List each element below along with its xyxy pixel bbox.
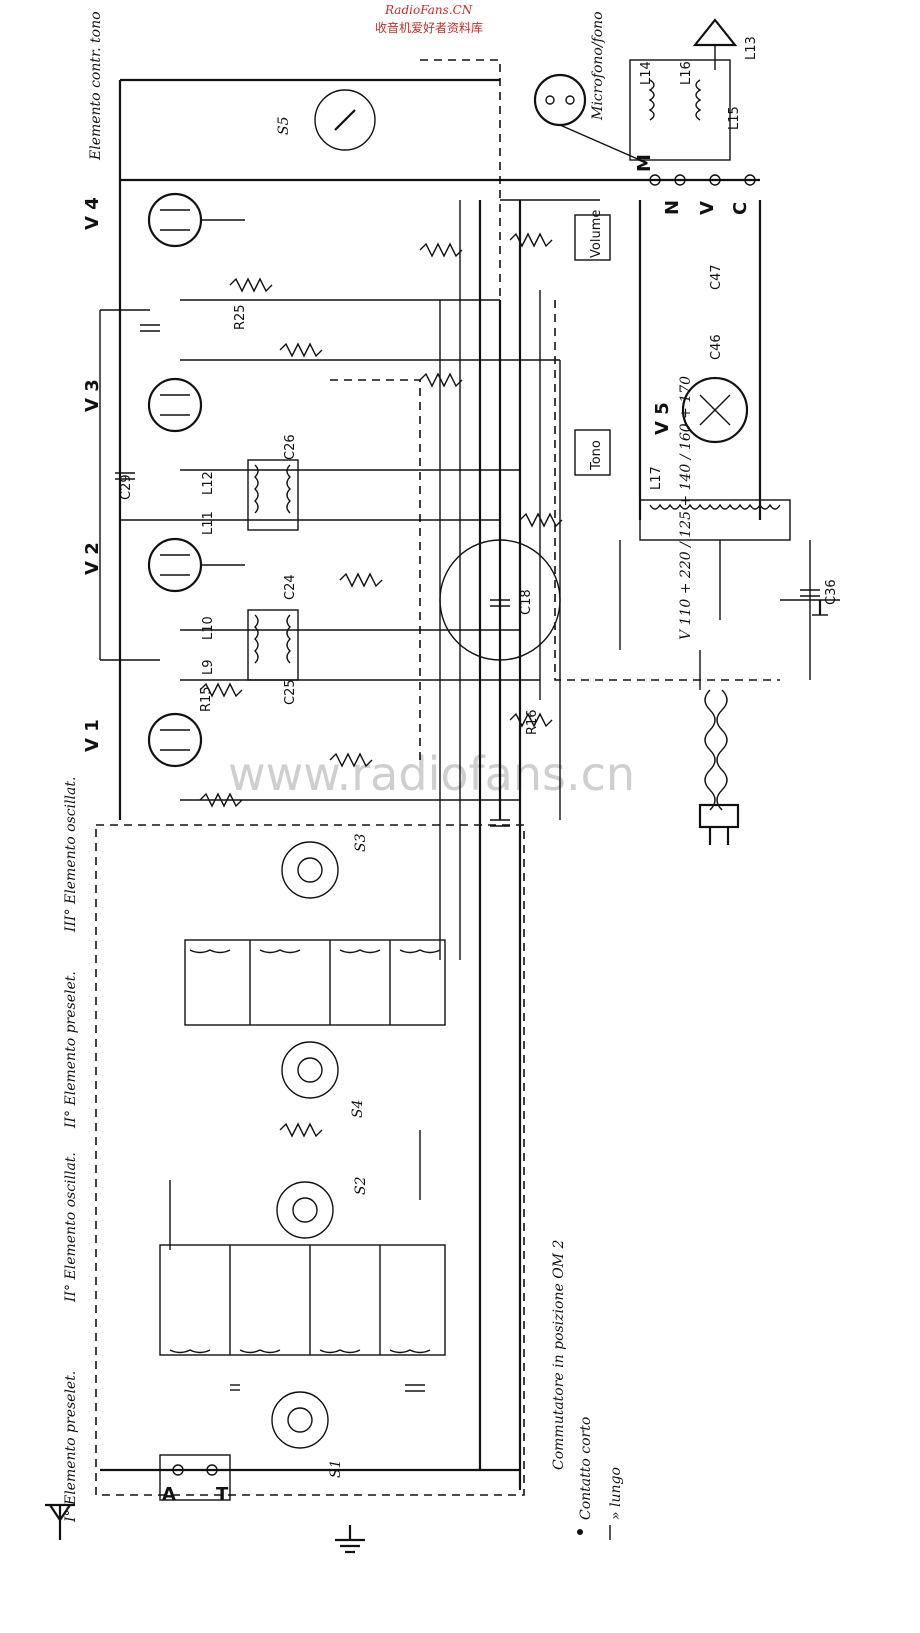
tube-v1-label: V 1 <box>82 719 103 752</box>
terminal-ground-label: T <box>216 1484 229 1505</box>
mains-cord <box>698 650 740 845</box>
capacitor-c26-label: C26 <box>283 434 298 460</box>
capacitor-c45-label: C46 <box>709 334 724 360</box>
highlight-circle: C18 <box>439 539 561 661</box>
resistor-r15-label: R15 <box>199 686 214 712</box>
tube-v4-label: V 4 <box>82 197 103 230</box>
capacitor-c29-label: C29 <box>119 474 134 500</box>
coil-l17-label: L17 <box>649 466 664 490</box>
section-third-oscillator: III° Elemento oscillat. <box>63 777 79 933</box>
tube-v3: V 3 <box>82 377 203 433</box>
pickup-label: Microfono/fono <box>590 11 606 121</box>
section-second-oscillator: II° Elemento oscillat. <box>63 1152 79 1303</box>
rf-coil-bank <box>159 939 446 1356</box>
resistor-r25-label: R25 <box>233 304 248 330</box>
antenna-terminal-block: A T <box>45 1454 365 1554</box>
switch-s5: S5 Elemento contr. tono <box>88 11 376 161</box>
switch-s4: S4 II° Elemento preselet. <box>63 971 366 1129</box>
switch-s2-label: S2 <box>353 1176 369 1195</box>
tube-v3-label: V 3 <box>82 379 103 412</box>
site-title: RadioFans.CN <box>384 3 473 17</box>
coil-l9-label: L9 <box>201 659 216 675</box>
pickup-terminal-c: C <box>730 202 751 215</box>
section-tone-control: Elemento contr. tono <box>88 11 104 161</box>
resistors: R25 R16 R15 <box>199 232 563 1138</box>
tone-control-label: Tono <box>589 440 604 471</box>
coil-l14-label: L14 <box>639 61 654 85</box>
switch-position-note: Commutatore in posizione OM 2 <box>551 1240 567 1470</box>
terminal-antenna-label: A <box>162 1484 176 1505</box>
pickup-terminal-v: V <box>697 201 718 215</box>
if-transformer-2: L10 L9 C24 C25 <box>201 574 299 705</box>
if-transformer-1: L12 L11 C26 <box>201 434 299 535</box>
coil-l11-label: L11 <box>201 511 216 535</box>
coil-l13-label: L13 <box>744 36 759 60</box>
legend-short-contact: Contatto corto <box>578 1417 594 1520</box>
site-subtitle: 收音机爱好者资料库 <box>375 20 483 35</box>
watermark: www.radiofans.cn <box>228 747 635 801</box>
switch-s4-label: S4 <box>350 1100 366 1119</box>
volume-control-label: Volume <box>589 210 604 258</box>
section-second-preselector: II° Elemento preselet. <box>63 971 79 1129</box>
legend: Commutatore in posizione OM 2 Contatto c… <box>551 1240 624 1540</box>
switch-s1-label: S1 <box>328 1460 344 1479</box>
switch-s2: S2 II° Elemento oscillat. <box>63 1152 369 1303</box>
power-section: V 5 L17 V 110 + 220 / 125 + 140 / 160 + … <box>619 200 840 680</box>
tube-v2-label: V 2 <box>82 542 103 575</box>
legend-long-contact: » lungo <box>608 1467 624 1520</box>
mains-voltage-taps: V 110 + 220 / 125 + 140 / 160 + 170 <box>678 376 694 640</box>
tube-v4: V 4 <box>82 192 245 248</box>
coil-l16-label: L16 <box>679 61 694 85</box>
section-first-preselector: I° Elemento preselet. <box>63 1371 79 1523</box>
resistor-r16-label: R16 <box>525 709 540 735</box>
capacitors: C29 C36 C46 C47 <box>115 264 839 1392</box>
capacitor-c25-label: C25 <box>283 679 298 705</box>
tube-v5-label: V 5 <box>652 402 673 435</box>
switch-s3: S3 III° Elemento oscillat. <box>63 777 369 933</box>
capacitor-c24-label: C24 <box>283 574 298 600</box>
coil-l10-label: L10 <box>201 616 216 640</box>
main-bus <box>99 78 640 1490</box>
capacitor-c18-label: C18 <box>519 589 534 615</box>
tube-v2: V 2 <box>82 537 245 593</box>
switch-s1: S1 I° Elemento preselet. <box>63 1371 344 1523</box>
coil-l12-label: L12 <box>201 471 216 495</box>
coil-l15-label: L15 <box>727 106 742 130</box>
switch-s3-label: S3 <box>353 833 369 852</box>
capacitor-c36-label: C36 <box>824 579 839 605</box>
pickup-terminal-n: N <box>662 200 683 215</box>
output-section: Microfono/fono L14 L16 L15 L13 M N V C V… <box>533 11 760 476</box>
tube-v1: V 1 <box>82 712 203 768</box>
pickup-terminal-m: M <box>634 154 655 172</box>
switch-s5-label: S5 <box>276 116 292 135</box>
capacitor-c46-label: C47 <box>709 264 724 290</box>
